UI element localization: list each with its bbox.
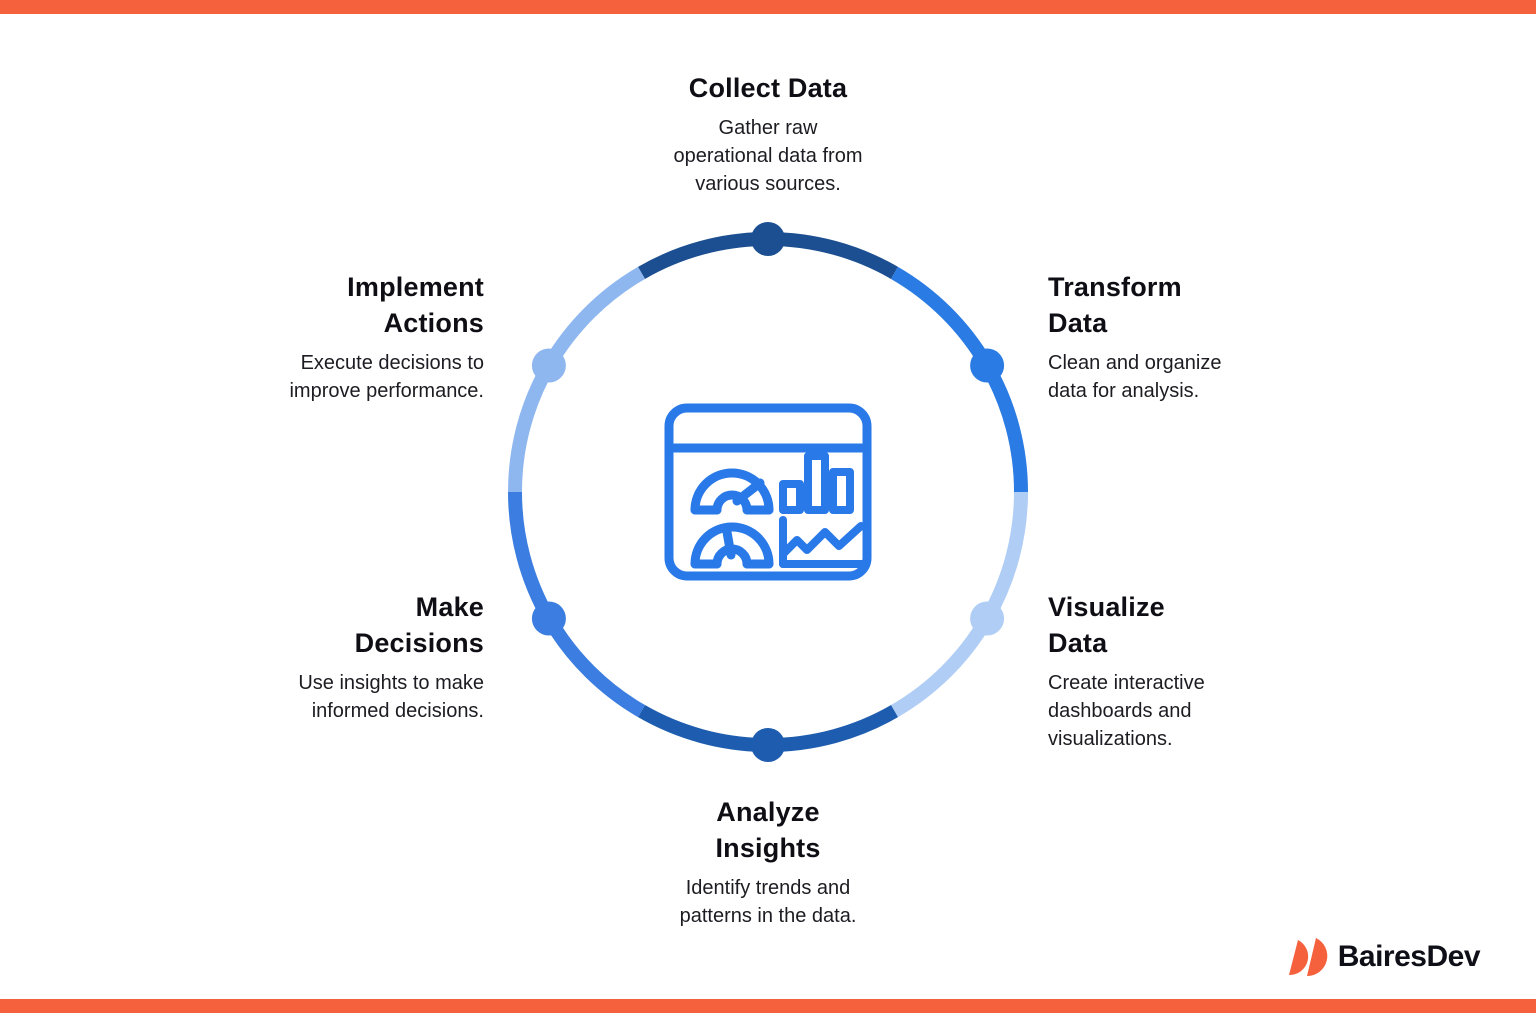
ring-node-transform-data — [970, 348, 1005, 383]
step-make-decisions: Make Decisions Use insights to make info… — [184, 589, 484, 725]
cycle-ring — [508, 222, 1028, 762]
step-description: Create interactive dashboards and visual… — [1048, 672, 1205, 750]
step-title: Make Decisions — [354, 592, 484, 658]
step-description: Execute decisions to improve performance… — [289, 352, 484, 402]
window-frame — [664, 403, 872, 581]
step-title: Implement Actions — [347, 272, 484, 338]
bar-chart-icon — [779, 452, 854, 514]
step-visualize-data: Visualize Data Create interactive dashbo… — [1048, 589, 1348, 753]
ring-node-make-decisions — [531, 601, 566, 636]
ring-segment-make-decisions — [508, 491, 646, 718]
step-collect-data: Collect Data Gather raw operational data… — [568, 70, 968, 198]
step-transform-data: Transform Data Clean and organize data f… — [1048, 269, 1348, 405]
ring-node-collect-data — [751, 222, 785, 256]
line-chart-icon — [779, 516, 867, 568]
step-title: Analyze Insights — [715, 797, 821, 863]
step-title: Collect Data — [688, 73, 848, 103]
step-title: Transform Data — [1048, 272, 1182, 338]
ring-segment-implement-actions — [508, 266, 646, 493]
gauge-icon — [690, 468, 774, 515]
analytics-dashboard-icon — [664, 403, 872, 581]
ring-segment-visualize-data — [890, 491, 1028, 718]
ring-node-analyze-insights — [751, 728, 785, 762]
ring-node-visualize-data — [970, 601, 1005, 636]
bairesdev-logo-text: BairesDev — [1337, 940, 1481, 973]
bairesdev-logo: BairesDev — [1287, 937, 1481, 977]
step-description: Gather raw operational data from various… — [673, 117, 863, 195]
bairesdev-logo-mark — [1288, 938, 1328, 977]
top-accent-bar — [0, 0, 1536, 14]
step-description: Clean and organize data for analysis. — [1048, 352, 1222, 402]
step-description: Identify trends and patterns in the data… — [679, 877, 857, 927]
step-description: Use insights to make informed decisions. — [298, 672, 484, 722]
ring-segment-transform-data — [890, 266, 1028, 493]
ring-node-implement-actions — [531, 348, 566, 383]
step-analyze-insights: Analyze Insights Identify trends and pat… — [568, 794, 968, 930]
bottom-accent-bar — [0, 999, 1536, 1013]
step-implement-actions: Implement Actions Execute decisions to i… — [184, 269, 484, 405]
gauge-icon — [690, 522, 774, 569]
step-title: Visualize Data — [1048, 592, 1165, 658]
